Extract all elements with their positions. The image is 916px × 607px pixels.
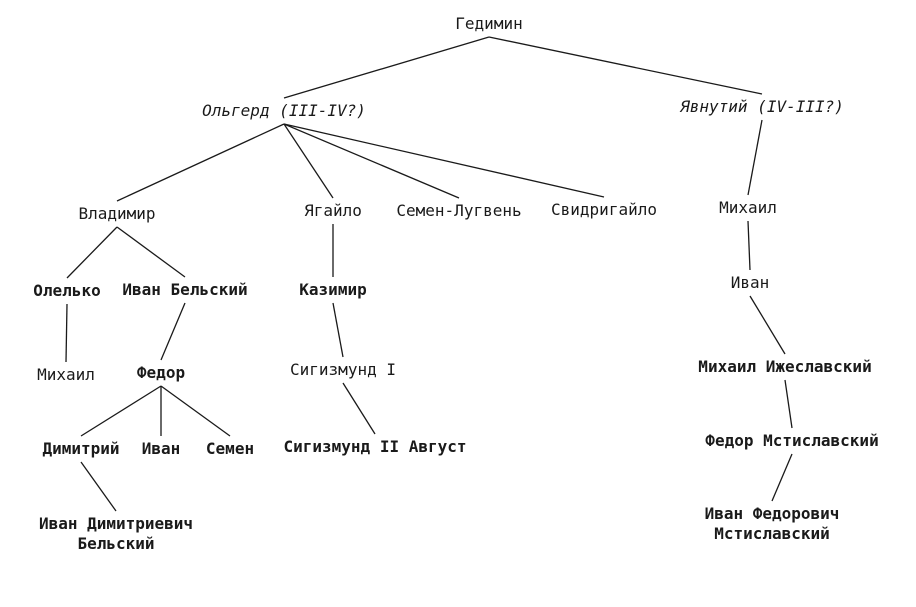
- edge-gediminas-olgerd: [283, 36, 490, 99]
- edge-sigismund1-sigismund2: [342, 382, 376, 435]
- edge-olgerd-semen_lugven: [283, 123, 460, 199]
- node-semen-lugven: Семен-Лугвень: [396, 201, 522, 220]
- node-mikhail-izheslavsky: Михаил Ижеславский: [698, 357, 872, 376]
- edge-ivan_belsky-fedor_b: [160, 302, 186, 361]
- node-ivan-yavnuty-line: Иван: [730, 273, 770, 292]
- edge-olelko-mikhail_o: [65, 303, 68, 363]
- node-mikhail-olelko-son: Михаил: [37, 365, 95, 384]
- node-gediminas: Гедимин: [455, 14, 523, 33]
- edge-vladimir-ivan_belsky: [116, 226, 186, 278]
- edge-kazimir-sigismund1: [332, 302, 344, 358]
- node-sigismund-i: Сигизмунд I: [290, 360, 396, 379]
- edge-vladimir-olelko: [66, 226, 118, 279]
- edge-gediminas-yavnuty: [488, 36, 763, 95]
- node-dimitry: Димитрий: [42, 439, 120, 458]
- node-fedor-mstislavsky: Федор Мстиславский: [705, 431, 879, 450]
- node-kazimir: Казимир: [299, 280, 367, 299]
- node-ivan-fedorovich-line1: Иван Федорович: [704, 504, 840, 523]
- node-olgerd: Ольгерд (III-IV?): [202, 101, 366, 120]
- node-ivan-dimitrievich-belsky: Иван Димитриевич Бельский: [39, 514, 193, 554]
- node-ivan-fedorovich-mstislavsky: Иван Федорович Мстиславский: [705, 504, 840, 544]
- node-ivan-belsky: Иван Бельский: [122, 280, 248, 299]
- edge-olgerd-vladimir: [116, 123, 285, 202]
- edge-ivan_y-mikhail_izh: [749, 295, 786, 355]
- node-sigismund-ii-august: Сигизмунд II Август: [283, 437, 467, 456]
- edge-olgerd-yagailo: [283, 123, 334, 199]
- node-olelko: Олелько: [33, 281, 101, 300]
- edge-fedor_b-dimitry: [80, 385, 162, 437]
- node-yavnuty: Явнутий (IV-III?): [680, 97, 844, 116]
- node-fedor-belsky-line: Федор: [136, 363, 186, 382]
- edge-mikhail_y-ivan_y: [747, 220, 751, 271]
- node-vladimir: Владимир: [78, 204, 156, 223]
- node-ivan-dimitrievich-line1: Иван Димитриевич: [38, 514, 194, 533]
- node-ivan-dimitrievich-line2: Бельский: [77, 534, 155, 553]
- edge-mikhail_izh-fedor_mst: [784, 379, 793, 429]
- edge-fedor_mst-ivan_fed: [771, 453, 793, 502]
- node-mikhail-yavnuty-line: Михаил: [719, 198, 777, 217]
- node-ivan-fedor-son: Иван: [141, 439, 181, 458]
- node-semen-fedor-son: Семен: [205, 439, 255, 458]
- edge-dimitry-ivan_dim: [80, 461, 117, 512]
- edge-yavnuty-mikhail_y: [747, 119, 763, 196]
- node-ivan-fedorovich-line2: Мстиславский: [714, 524, 830, 543]
- node-svidrigailo: Свидригайло: [551, 200, 657, 219]
- node-yagailo: Ягайло: [304, 201, 362, 220]
- edge-olgerd-svidrigailo: [283, 123, 605, 198]
- edge-fedor_b-semen_b: [160, 385, 231, 437]
